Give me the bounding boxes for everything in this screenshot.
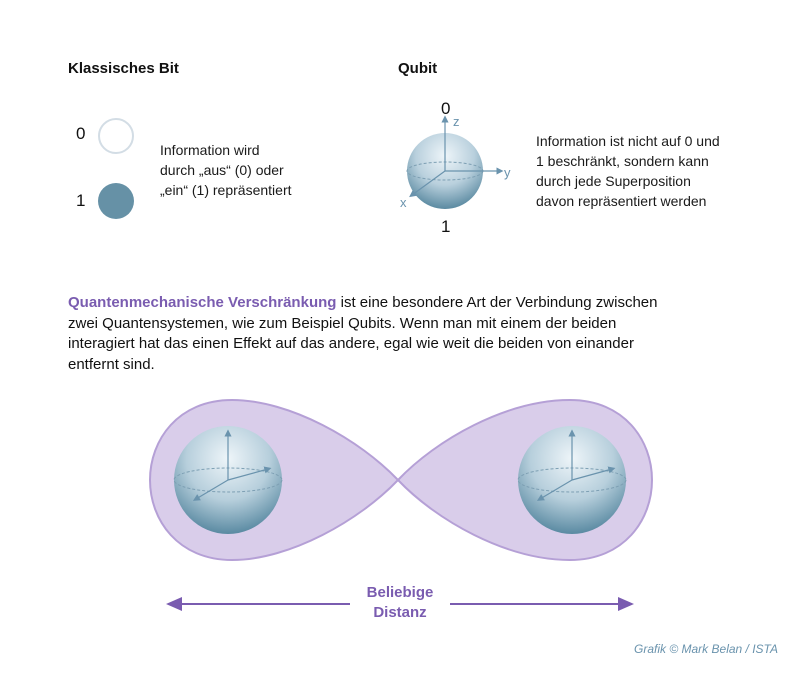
entanglement-paragraph: Quantenmechanische Verschränkung ist ein… xyxy=(68,293,748,375)
classical-desc-line-1: Information wird xyxy=(160,142,260,158)
bit-off-circle xyxy=(98,118,134,154)
classical-bit-description: Information wird durch „aus“ (0) oder „e… xyxy=(160,140,292,200)
right-qubit-sphere xyxy=(517,426,627,534)
qubit-title: Qubit xyxy=(398,60,438,77)
distance-label-line-2: Distanz xyxy=(373,604,427,621)
classical-desc-line-2: durch „aus“ (0) oder xyxy=(160,162,284,178)
qubit-desc-line-3: durch jede Superposition xyxy=(536,173,691,189)
distance-arrow-right-head xyxy=(618,597,634,611)
bit-label-0: 0 xyxy=(76,124,86,143)
qubit-label-0: 0 xyxy=(441,99,450,118)
bit-on-circle xyxy=(98,183,134,219)
entanglement-line-1: Quantenmechanische Verschränkung ist ein… xyxy=(68,293,748,314)
image-credit: Grafik © Mark Belan / ISTA xyxy=(634,642,778,656)
entanglement-line-1-text: ist eine besondere Art der Verbindung zw… xyxy=(336,294,658,311)
classical-desc-line-3: „ein“ (1) repräsentiert xyxy=(160,182,292,198)
qubit-desc-line-4: davon repräsentiert werden xyxy=(536,193,707,209)
distance-label: Beliebige Distanz xyxy=(340,583,460,623)
left-qubit-sphere xyxy=(173,426,283,534)
entanglement-line-2: zwei Quantensystemen, wie zum Beispiel Q… xyxy=(68,314,617,332)
qubit-axis-x-label: x xyxy=(400,195,407,210)
classical-bit-title: Klassisches Bit xyxy=(68,60,179,77)
distance-arrow-left-head xyxy=(166,597,182,611)
qubit-label-1: 1 xyxy=(441,217,450,235)
entanglement-illustration xyxy=(148,398,654,562)
qubit-desc-line-2: 1 beschränkt, sondern kann xyxy=(536,153,709,169)
entanglement-line-3: interagiert hat das einen Effekt auf das… xyxy=(68,335,634,352)
qubit-desc-line-1: Information ist nicht auf 0 und xyxy=(536,133,720,149)
entanglement-lobes xyxy=(148,398,654,562)
distance-label-line-1: Beliebige xyxy=(366,584,434,601)
bloch-sphere: 0 1 z y x xyxy=(400,99,511,235)
bit-label-1: 1 xyxy=(76,191,86,210)
qubit-x-axis xyxy=(409,170,446,198)
entanglement-term: Quantenmechanische Verschränkung xyxy=(68,294,337,311)
qubit-axis-y-label: y xyxy=(504,165,511,180)
qubit-axis-z-label: z xyxy=(453,114,460,129)
entanglement-line-4: entfernt sind. xyxy=(68,355,155,373)
qubit-description: Information ist nicht auf 0 und 1 beschr… xyxy=(536,131,720,211)
distance-arrow xyxy=(166,597,634,611)
